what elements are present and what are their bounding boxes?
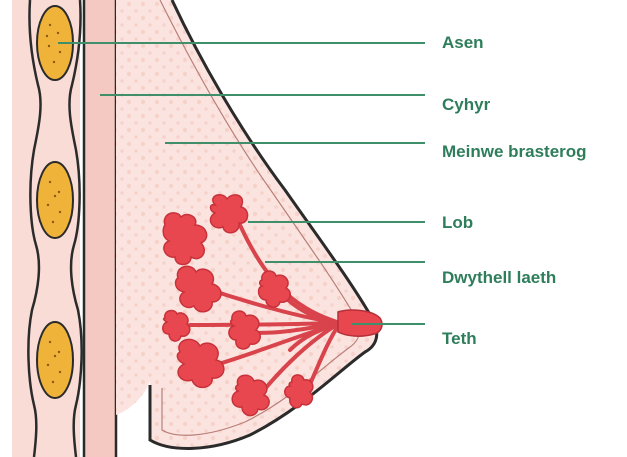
label-meinwe-brasterog: Meinwe brasterog — [442, 142, 587, 162]
rib-bottom — [37, 322, 73, 398]
label-lob: Lob — [442, 213, 473, 233]
label-dwythell-laeth: Dwythell laeth — [442, 268, 556, 288]
label-cyhyr: Cyhyr — [442, 95, 490, 115]
label-asen: Asen — [442, 33, 484, 53]
rib-middle — [37, 162, 73, 238]
muscle-band — [84, 0, 116, 457]
ribs — [37, 6, 73, 398]
label-teth: Teth — [442, 329, 477, 349]
